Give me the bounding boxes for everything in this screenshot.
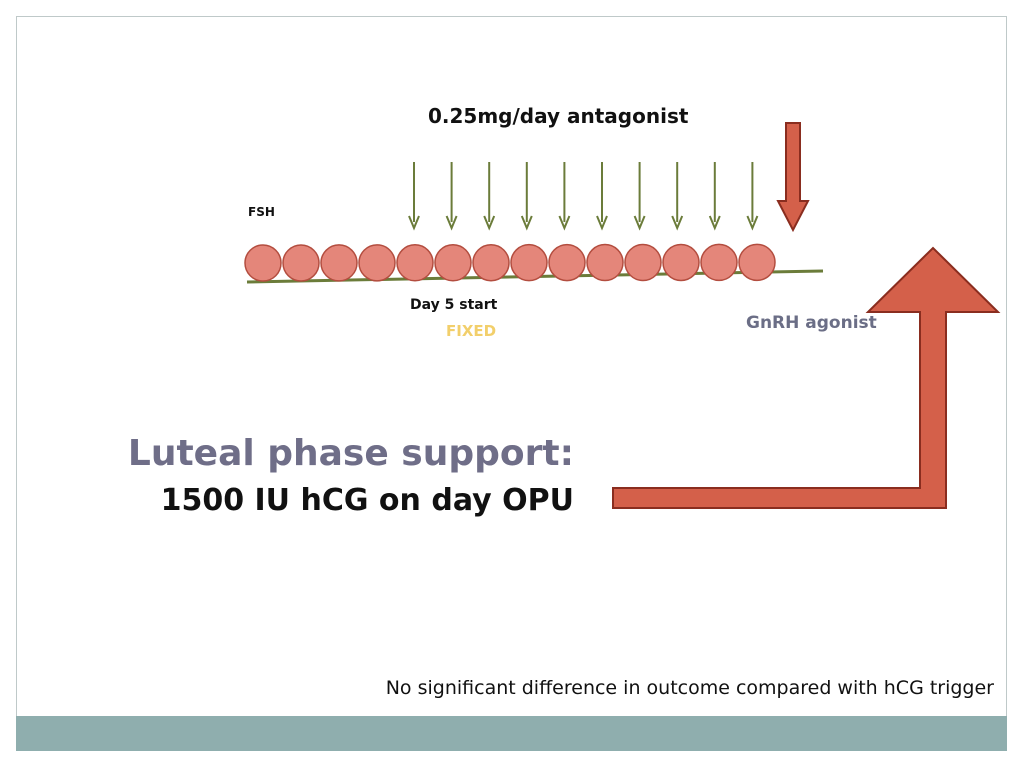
fsh-day-circle	[396, 244, 434, 282]
antagonist-arrow-icon	[633, 162, 646, 231]
fsh-day-markers	[244, 243, 776, 282]
antagonist-arrow-icon	[671, 162, 684, 231]
luteal-support-detail: 1500 IU hCG on day OPU	[160, 483, 574, 518]
day-start-label: Day 5 start	[410, 297, 498, 313]
fsh-day-circle	[738, 243, 776, 282]
antagonist-dose-label: 0.25mg/day antagonist	[428, 104, 689, 128]
antagonist-arrow-icon	[520, 162, 533, 231]
antagonist-arrow-icon	[708, 162, 721, 231]
fsh-day-circle	[244, 244, 282, 282]
luteal-support-title: Luteal phase support:	[127, 433, 574, 474]
slide-frame	[16, 16, 1007, 751]
antagonist-arrow-icon	[445, 162, 458, 231]
fsh-day-circle	[510, 243, 548, 282]
footer-band	[16, 716, 1007, 751]
timeline	[244, 243, 824, 284]
outcome-note: No significant difference in outcome com…	[385, 677, 994, 699]
luteal-support-arrow-icon	[612, 246, 1001, 509]
antagonist-injection-arrows	[408, 162, 759, 231]
gnrh-agonist-label: GnRH agonist	[746, 313, 877, 333]
antagonist-arrow-icon	[596, 162, 608, 231]
trigger-arrow-icon	[776, 122, 810, 233]
antagonist-arrow-icon	[408, 162, 420, 231]
fsh-day-circle	[624, 243, 662, 282]
antagonist-arrow-icon	[746, 162, 759, 231]
fsh-day-circle	[700, 243, 738, 282]
fsh-day-circle	[472, 243, 510, 282]
fsh-day-circle	[358, 244, 396, 282]
antagonist-arrow-icon	[483, 162, 496, 231]
fsh-day-circle	[586, 243, 624, 282]
fsh-day-circle	[662, 243, 700, 282]
fsh-day-circle	[282, 244, 320, 282]
fsh-day-circle	[548, 243, 586, 282]
antagonist-arrow-icon	[558, 162, 571, 231]
fixed-label: FIXED	[446, 322, 497, 340]
fsh-label: FSH	[248, 205, 275, 219]
fsh-day-circle	[320, 244, 358, 282]
fsh-day-circle	[434, 244, 472, 282]
